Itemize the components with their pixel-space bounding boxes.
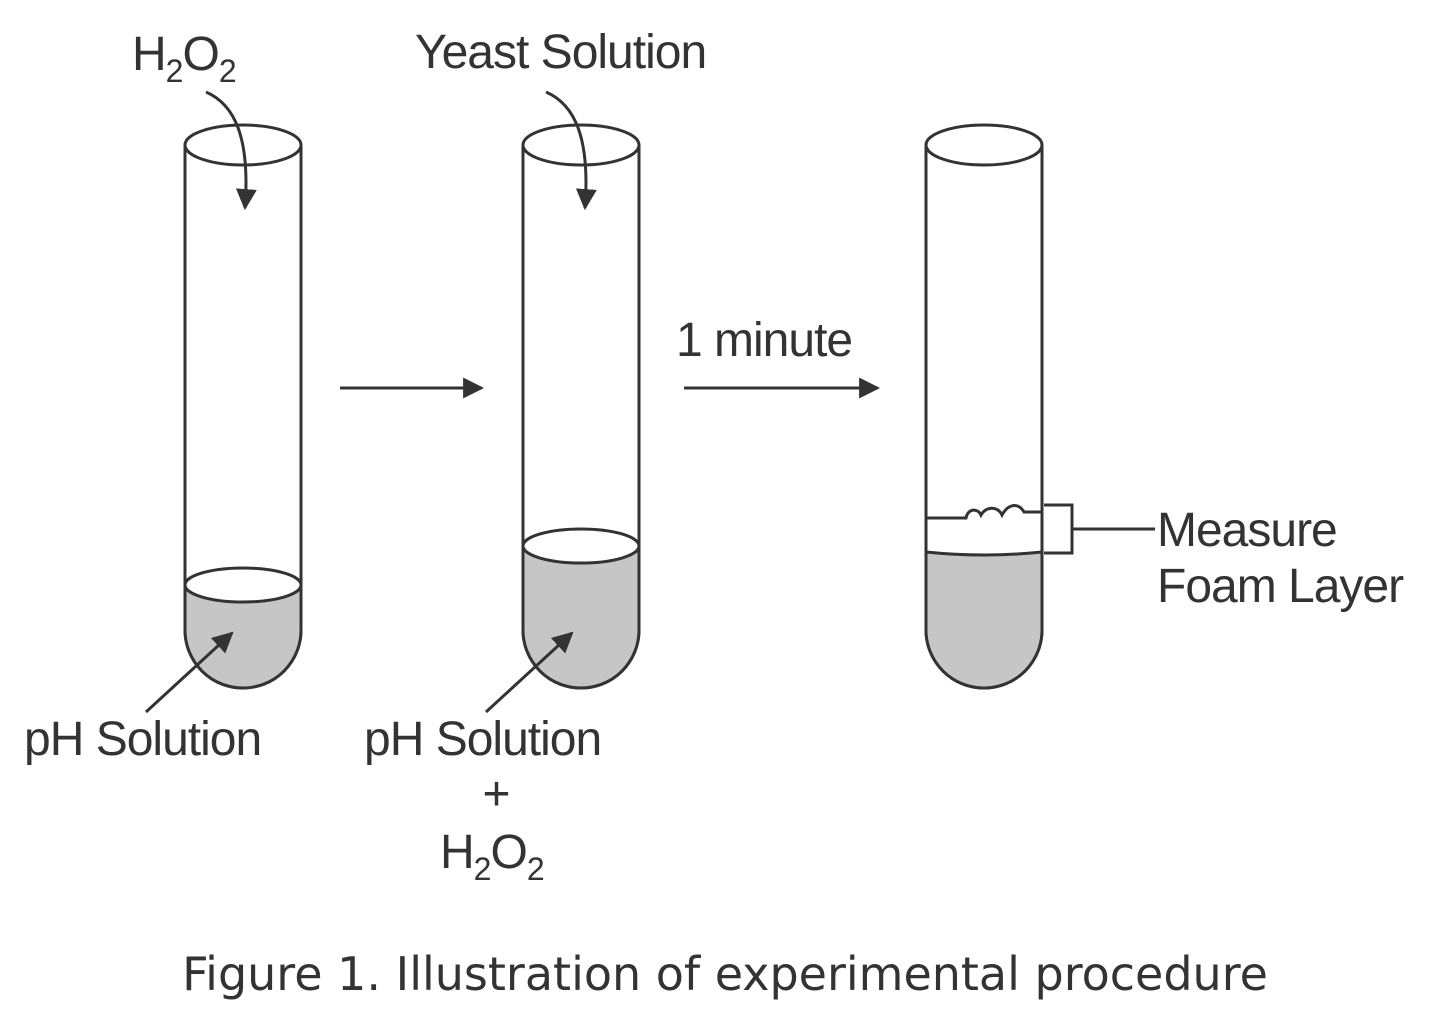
figure-caption: Figure 1. Illustration of experimental p… — [182, 947, 1268, 1001]
tube-3-label-line-2: Foam Layer — [1157, 560, 1404, 613]
test-tube-1 — [183, 123, 303, 690]
tube-1-bottom-arrow — [144, 631, 234, 714]
test-tube-2 — [521, 123, 641, 690]
tube-1-bottom-label: pH Solution — [24, 713, 261, 766]
tube-1-liquid-surface — [183, 566, 303, 604]
tube-3-foam-top — [926, 504, 1042, 520]
foam-layer-bracket — [1044, 503, 1074, 555]
tube-3-mouth — [924, 123, 1044, 167]
tube-2-bottom-label: pH Solution — [364, 713, 601, 766]
tube-2-top-label: Yeast Solution — [415, 26, 706, 79]
tube-3-label-line-1: Measure — [1157, 504, 1337, 557]
tube-1-top-arrow — [205, 90, 257, 211]
step-2-arrow-label: 1 minute — [676, 314, 852, 367]
tube-2-bottom-plus: + — [482, 768, 509, 821]
tube-1-top-label: H2O2 — [132, 28, 236, 89]
tube-2-top-arrow — [545, 90, 597, 211]
tube-2-bottom-h2o2: H2O2 — [440, 826, 544, 887]
tube-2-mouth — [521, 123, 641, 167]
tube-2-liquid-surface — [521, 527, 641, 565]
tube-2-bottom-arrow — [484, 631, 574, 714]
test-tube-3 — [924, 123, 1044, 690]
tube-3-liquid — [924, 550, 1044, 690]
